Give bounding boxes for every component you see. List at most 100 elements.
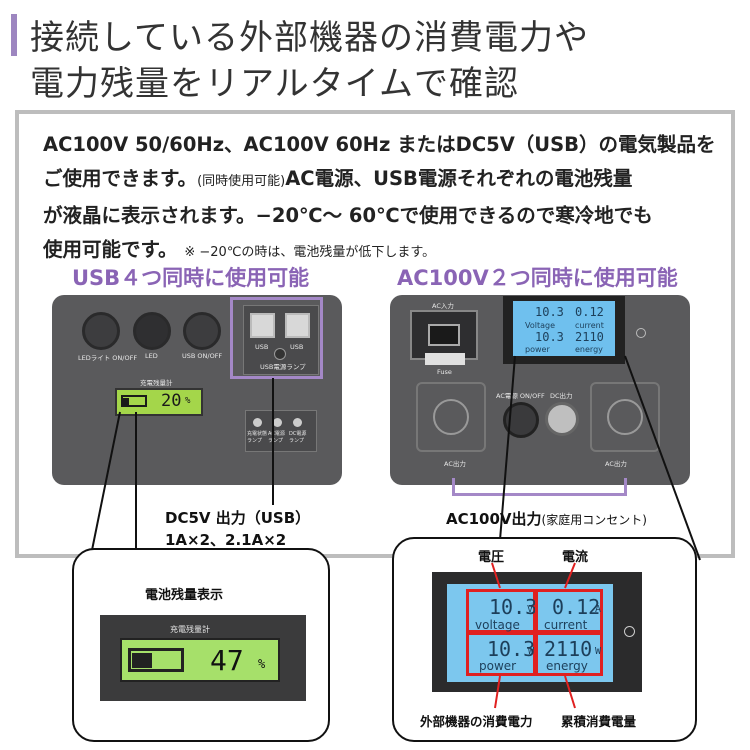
arrow-current [564, 562, 576, 589]
battery-callout-title: 電池残量表示 [145, 588, 224, 603]
battery-percent-value: 47 [210, 644, 244, 677]
usb-port-2 [285, 313, 310, 338]
led-switch-knob [82, 312, 120, 350]
usb-lamp-icon [274, 348, 286, 360]
battery-pointer-line [135, 412, 137, 560]
meter-large-screw-icon [624, 626, 635, 637]
meter-energy-word: energy [546, 659, 588, 673]
ac-bracket-right [624, 478, 627, 496]
arrow-power [494, 675, 501, 709]
ac-switch-label: AC電源 ON/OFF [496, 392, 545, 400]
meter-current-cell: 0.12 A current [535, 589, 603, 633]
battery-lcd: 47 % [120, 638, 280, 682]
usb-output-spec: 1A×2、2.1A×2 [165, 531, 287, 549]
meter-power-value: 10.3 [487, 637, 536, 661]
arrow-voltage [491, 562, 501, 589]
knob-label-usb-switch: USB ON/OFF [182, 352, 223, 360]
battery-pointer-line-left [89, 411, 121, 561]
small-battery-unit: % [185, 396, 191, 406]
dc-output-label: DC出力 [550, 392, 573, 400]
meter-voltage-word: voltage [475, 618, 520, 632]
meter-current-value: 0.12 [552, 595, 601, 619]
small-meter-current-value: 0.12 [575, 305, 604, 319]
charge-label: 充電残量計 [140, 379, 173, 387]
description-line3: が液晶に表示されます。−20℃～ 60℃で使用できるので寒冷地でも [43, 204, 653, 227]
description-line2: ご使用できます。(同時使用可能)AC電源、USB電源それぞれの電池残量 [43, 167, 633, 190]
page-title-line2: 電力残量をリアルタイムで確認 [30, 64, 519, 104]
meter-power-unit: W [528, 646, 535, 657]
fuse-label: Fuse [437, 368, 452, 376]
small-meter-power-word: power [525, 345, 550, 354]
ac-inlet-socket [428, 324, 460, 346]
description-line1: AC100V 50/60Hz、AC100V 60Hz またはDC5V（USB）の… [43, 133, 716, 156]
small-battery-lcd: 20 % [115, 388, 203, 416]
usb-highlight-frame [230, 297, 323, 379]
lamp-label-ac: AC電源ランプ [268, 431, 285, 444]
small-battery-percent: 20 [161, 391, 182, 411]
meter-label-energy: 累積消費電量 [561, 714, 637, 729]
lamp-label-charge: 充電状態ランプ [247, 431, 268, 444]
meter-power-cell: 10.3 W power [466, 632, 536, 676]
lamp-box [245, 410, 317, 452]
small-meter-power-value: 10.3 [535, 330, 564, 344]
knob-label-led-switch: LEDライト ON/OFF [78, 354, 138, 362]
led-knob [133, 312, 171, 350]
usb-output-label: DC5V 出力（USB） [165, 509, 311, 527]
ac-output-left-label: AC出力 [444, 460, 466, 468]
meter-energy-value: 2110 [544, 637, 593, 661]
ac-outlet-right-socket-icon [607, 399, 643, 435]
large-battery-fill-icon [132, 653, 152, 668]
usb-heading: USB４つ同時に使用可能 [72, 266, 310, 290]
meter-voltage-unit: V [527, 604, 534, 615]
battery-percent-unit: % [258, 657, 266, 671]
usb-port-label-1: USB [255, 343, 269, 351]
meter-energy-cell: 2110 W energy [535, 632, 603, 676]
fuse-holder [425, 353, 465, 365]
ac-output-right-label: AC出力 [605, 460, 627, 468]
ac-input-label: AC入力 [432, 302, 454, 310]
meter-energy-unit: W [595, 646, 602, 657]
usb-port-1 [250, 313, 275, 338]
arrow-energy [564, 675, 576, 709]
ac-output-label: AC100V出力(家庭用コンセント) [446, 510, 647, 528]
charge-lamp-icon [253, 418, 262, 427]
meter-screw-icon [636, 328, 646, 338]
lamp-label-dc: DC電源ランプ [289, 431, 307, 444]
description: AC100V 50/60Hz、AC100V 60Hz またはDC5V（USB）の… [43, 128, 723, 270]
battery-display-label: 充電残量計 [170, 625, 210, 634]
dc-output-jack [545, 402, 579, 436]
small-meter-energy-word: energy [575, 345, 603, 354]
meter-voltage-value: 10.3 [489, 595, 538, 619]
meter-voltage-cell: 10.3 V voltage [466, 589, 538, 633]
small-meter-lcd: 10.3 0.12 Voltage current 10.3 2110 powe… [513, 301, 615, 356]
battery-icon [121, 395, 147, 407]
large-battery-icon [128, 648, 184, 672]
meter-label-power: 外部機器の消費電力 [420, 714, 533, 729]
ac-inlet [410, 310, 478, 360]
dc-lamp-icon [293, 418, 302, 427]
usb-pointer-line [272, 378, 274, 505]
title-accent-bar [11, 14, 17, 56]
small-meter-energy-value: 2110 [575, 330, 604, 344]
meter-current-word: current [544, 618, 588, 632]
ac-outlet-right [590, 382, 660, 452]
meter-label-current: 電流 [562, 550, 589, 565]
meter-pointer-line-left [499, 355, 516, 541]
ac-bracket-bottom [452, 493, 627, 496]
battery-fill-icon [123, 398, 129, 405]
small-meter-current-word: current [575, 321, 604, 330]
ac-heading: AC100V２つ同時に使用可能 [397, 266, 678, 290]
knob-label-led: LED [145, 352, 158, 360]
ac-lamp-icon [273, 418, 282, 427]
ac-outlet-left [416, 382, 486, 452]
usb-port-label-2: USB [290, 343, 304, 351]
small-meter-voltage-value: 10.3 [535, 305, 564, 319]
meter-label-voltage: 電圧 [478, 550, 505, 565]
page-title-line1: 接続している外部機器の消費電力や [30, 18, 589, 58]
meter-power-word: power [479, 659, 517, 673]
description-line4: 使用可能です。 ※ −20℃の時は、電池残量が低下します。 [43, 238, 436, 261]
meter-pointer-line-right [624, 355, 701, 561]
ac-bracket-left [452, 478, 455, 496]
